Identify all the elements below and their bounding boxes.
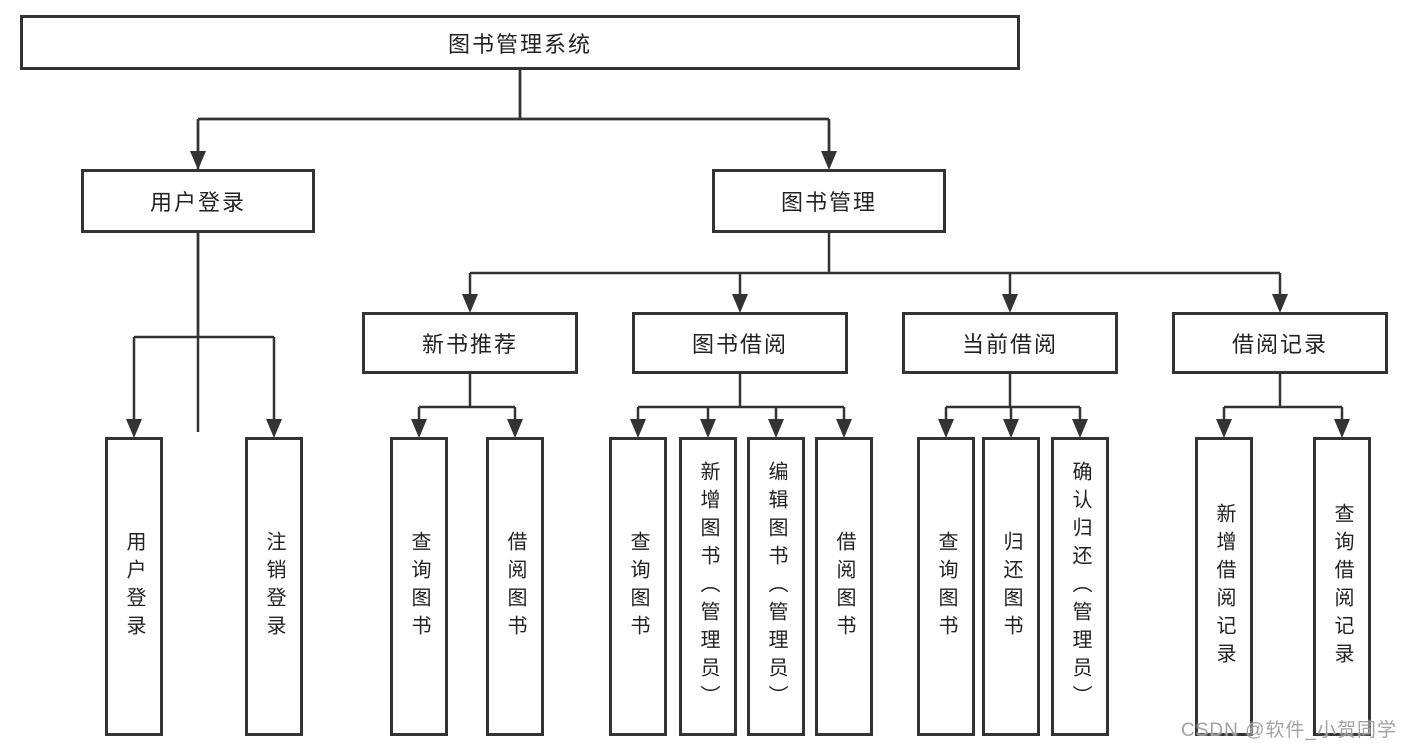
leaf-user-login: 用户登录 — [105, 437, 163, 736]
leaf-current-query-books: 查询图书 — [917, 437, 975, 736]
node-borrow-records: 借阅记录 — [1172, 312, 1388, 374]
node-user-login: 用户登录 — [81, 169, 315, 233]
leaf-records-add-record: 新增借阅记录 — [1195, 437, 1253, 736]
node-current-borrow: 当前借阅 — [902, 312, 1118, 374]
node-new-book-recommend: 新书推荐 — [362, 312, 578, 374]
leaf-current-confirm-return-admin: 确认归还（管理员） — [1051, 437, 1109, 736]
leaf-borrow-edit-books-admin: 编辑图书（管理员） — [747, 437, 805, 736]
leaf-borrow-add-books-admin: 新增图书（管理员） — [679, 437, 737, 736]
node-book-borrow: 图书借阅 — [632, 312, 848, 374]
csdn-watermark: CSDN @软件_小贺同学 — [1181, 720, 1397, 741]
leaf-recommend-borrow-books: 借阅图书 — [486, 437, 544, 736]
leaf-borrow-borrow-books: 借阅图书 — [815, 437, 873, 736]
node-book-management: 图书管理 — [712, 169, 946, 233]
leaf-records-query-record: 查询借阅记录 — [1313, 437, 1371, 736]
leaf-recommend-query-books: 查询图书 — [390, 437, 448, 736]
leaf-logout: 注销登录 — [245, 437, 303, 736]
node-root-library-system: 图书管理系统 — [20, 15, 1020, 70]
leaf-current-return-books: 归还图书 — [982, 437, 1040, 736]
leaf-borrow-query-books: 查询图书 — [609, 437, 667, 736]
